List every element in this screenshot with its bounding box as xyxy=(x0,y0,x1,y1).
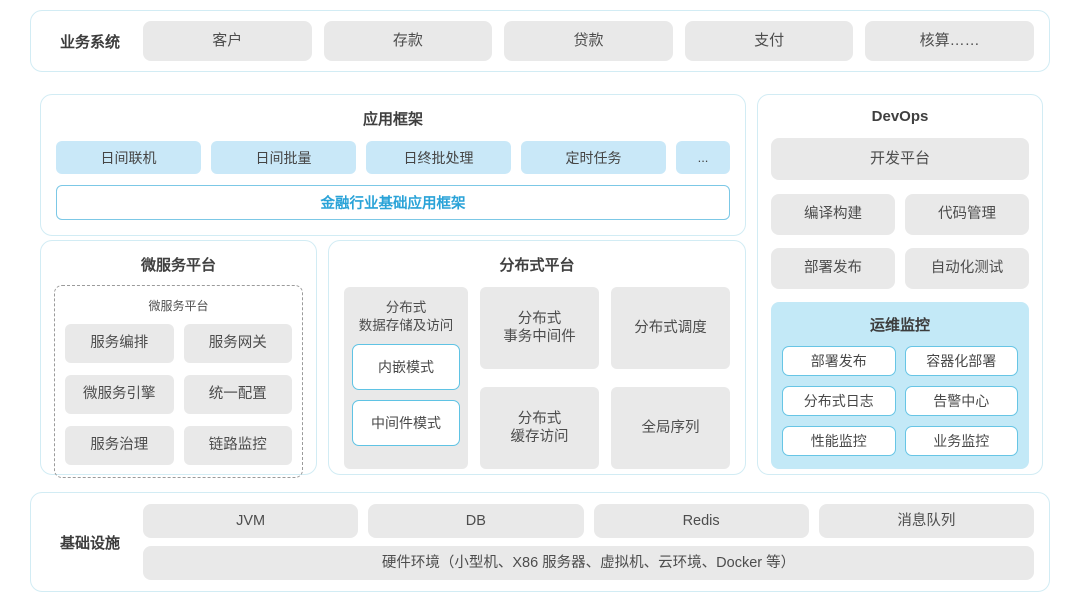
infra-jvm: JVM xyxy=(143,504,359,538)
distributed-body: 分布式 数据存储及访问 内嵌模式 中间件模式 分布式 事务中间件 分布式 缓存访… xyxy=(344,287,730,469)
devops-panel: DevOps 开发平台 编译构建 代码管理 部署发布 自动化测试 运维监控 部署… xyxy=(757,94,1043,475)
module-scheduled-task: 定时任务 xyxy=(521,141,666,174)
ops-monitoring-section: 运维监控 部署发布 容器化部署 分布式日志 告警中心 性能监控 业务监控 xyxy=(771,302,1029,469)
tool-deploy-release: 部署发布 xyxy=(771,248,895,289)
infrastructure-items: JVM DB Redis 消息队列 xyxy=(143,504,1034,538)
infra-redis: Redis xyxy=(593,504,809,538)
monitor-performance: 性能监控 xyxy=(782,426,896,456)
distributed-storage-box: 分布式 数据存储及访问 内嵌模式 中间件模式 xyxy=(344,287,468,469)
embedded-mode: 内嵌模式 xyxy=(352,344,460,391)
distributed-storage-label: 分布式 数据存储及访问 xyxy=(358,300,454,333)
business-systems-panel: 业务系统 客户 存款 贷款 支付 核算…… xyxy=(30,10,1050,72)
app-framework-modules: 日间联机 日间批量 日终批处理 定时任务 ... xyxy=(56,141,730,174)
devops-title: DevOps xyxy=(871,108,929,125)
trace-monitoring: 链路监控 xyxy=(183,426,292,465)
business-system-deposit: 存款 xyxy=(323,21,493,61)
module-daytime-batch: 日间批量 xyxy=(211,141,356,174)
distributed-col-middle: 分布式 事务中间件 分布式 缓存访问 xyxy=(480,287,599,469)
microservice-engine: 微服务引擎 xyxy=(65,375,174,414)
dev-platform: 开发平台 xyxy=(771,138,1029,180)
business-system-accounting: 核算…… xyxy=(865,21,1034,61)
monitor-distributed-log: 分布式日志 xyxy=(782,386,896,416)
financial-base-framework: 金融行业基础应用框架 xyxy=(56,185,730,220)
tool-build: 编译构建 xyxy=(771,194,895,235)
distributed-transaction-middleware: 分布式 事务中间件 xyxy=(480,287,599,369)
hardware-environment: 硬件环境（小型机、X86 服务器、虚拟机、云环境、Docker 等） xyxy=(143,546,1034,580)
monitor-container-deploy: 容器化部署 xyxy=(904,346,1018,376)
infrastructure-panel: 基础设施 JVM DB Redis 消息队列 硬件环境（小型机、X86 服务器、… xyxy=(30,492,1050,592)
microservice-inner-box: 微服务平台 服务编排 服务网关 微服务引擎 统一配置 服务治理 链路监控 xyxy=(54,285,303,478)
infrastructure-label: 基础设施 xyxy=(59,534,120,552)
microservice-inner-title: 微服务平台 xyxy=(148,299,209,313)
ops-monitoring-items: 部署发布 容器化部署 分布式日志 告警中心 性能监控 业务监控 xyxy=(782,346,1018,456)
unified-config: 统一配置 xyxy=(183,375,292,414)
service-governance: 服务治理 xyxy=(65,426,174,465)
app-framework-title: 应用框架 xyxy=(362,111,423,128)
module-daytime-online: 日间联机 xyxy=(56,141,201,174)
module-eod-batch: 日终批处理 xyxy=(366,141,511,174)
distributed-title: 分布式平台 xyxy=(499,257,575,274)
tool-automated-testing: 自动化测试 xyxy=(905,248,1029,289)
distributed-panel: 分布式平台 分布式 数据存储及访问 内嵌模式 中间件模式 分布式 事务中间件 分… xyxy=(328,240,746,475)
middleware-mode: 中间件模式 xyxy=(352,400,460,447)
infra-db: DB xyxy=(368,504,584,538)
service-gateway: 服务网关 xyxy=(183,324,292,363)
monitor-deploy-release: 部署发布 xyxy=(782,346,896,376)
infrastructure-rows: JVM DB Redis 消息队列 硬件环境（小型机、X86 服务器、虚拟机、云… xyxy=(143,504,1034,580)
business-system-loan: 贷款 xyxy=(504,21,673,61)
microservice-items: 服务编排 服务网关 微服务引擎 统一配置 服务治理 链路监控 xyxy=(65,324,292,465)
ops-monitoring-title: 运维监控 xyxy=(869,317,930,334)
infra-message-queue: 消息队列 xyxy=(818,504,1034,538)
global-sequence: 全局序列 xyxy=(611,387,730,469)
devops-tools: 编译构建 代码管理 部署发布 自动化测试 xyxy=(771,194,1029,289)
microservice-title: 微服务平台 xyxy=(140,257,216,274)
monitor-business: 业务监控 xyxy=(904,426,1018,456)
service-orchestration: 服务编排 xyxy=(65,324,174,363)
business-systems-label: 业务系统 xyxy=(59,33,120,51)
monitor-alert-center: 告警中心 xyxy=(904,386,1018,416)
distributed-scheduling: 分布式调度 xyxy=(611,287,730,369)
microservice-panel: 微服务平台 微服务平台 服务编排 服务网关 微服务引擎 统一配置 服务治理 链路… xyxy=(40,240,317,478)
business-system-payment: 支付 xyxy=(684,21,854,61)
distributed-col-right: 分布式调度 全局序列 xyxy=(611,287,730,469)
distributed-cache-access: 分布式 缓存访问 xyxy=(480,387,599,469)
tool-code-management: 代码管理 xyxy=(905,194,1029,235)
module-ellipsis: ... xyxy=(676,141,730,174)
business-system-customer: 客户 xyxy=(143,21,312,61)
app-framework-panel: 应用框架 日间联机 日间批量 日终批处理 定时任务 ... 金融行业基础应用框架 xyxy=(40,94,746,236)
